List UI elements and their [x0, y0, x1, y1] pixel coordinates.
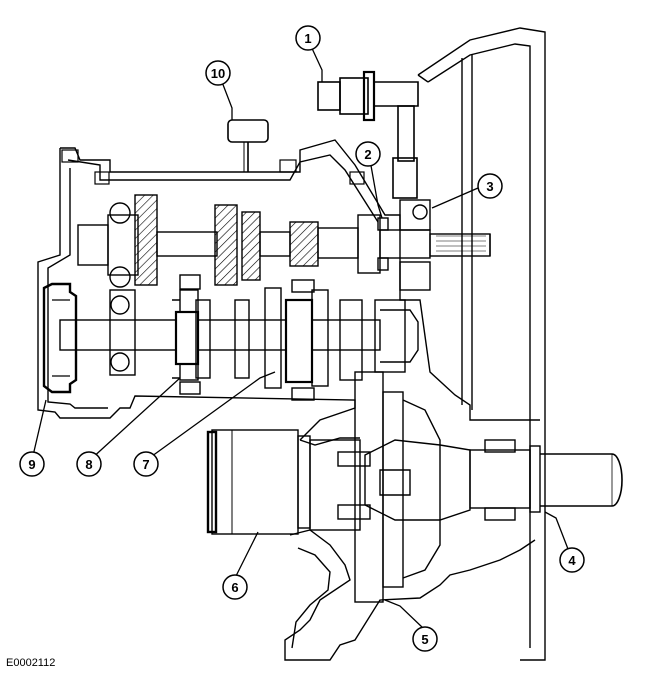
selector-actuator — [317, 70, 419, 199]
callout-2-label: 2 — [364, 147, 371, 162]
callout-1: 1 — [295, 25, 321, 51]
callout-2: 2 — [355, 141, 381, 167]
output-shaft-assembly — [59, 274, 419, 401]
callout-7-label: 7 — [142, 457, 149, 472]
callout-9-label: 9 — [28, 457, 35, 472]
callout-4-label: 4 — [568, 553, 576, 568]
callout-1-label: 1 — [304, 31, 311, 46]
input-shaft-assembly — [77, 194, 491, 291]
callout-10: 10 — [205, 60, 231, 86]
left-output-flange — [206, 429, 311, 535]
leader-lines — [31, 43, 569, 629]
callout-5: 5 — [412, 626, 438, 652]
callout-3-label: 3 — [486, 179, 493, 194]
callout-4: 4 — [559, 547, 585, 573]
callout-9: 9 — [19, 451, 45, 477]
callout-3: 3 — [477, 173, 503, 199]
callout-10-label: 10 — [211, 66, 225, 81]
callout-7: 7 — [133, 451, 159, 477]
breather — [227, 119, 269, 172]
callout-8-label: 8 — [85, 457, 92, 472]
reference-code: E0002112 — [6, 657, 55, 669]
bellhousing-flange — [417, 27, 546, 661]
callout-6: 6 — [222, 574, 248, 600]
differential-assembly — [309, 371, 541, 603]
end-cover — [42, 282, 78, 394]
drive-shaft — [540, 453, 623, 507]
case-bolts — [61, 149, 365, 185]
callout-5-label: 5 — [421, 632, 428, 647]
callout-8: 8 — [76, 451, 102, 477]
callout-6-label: 6 — [231, 580, 238, 595]
gearbox-case — [37, 139, 540, 661]
